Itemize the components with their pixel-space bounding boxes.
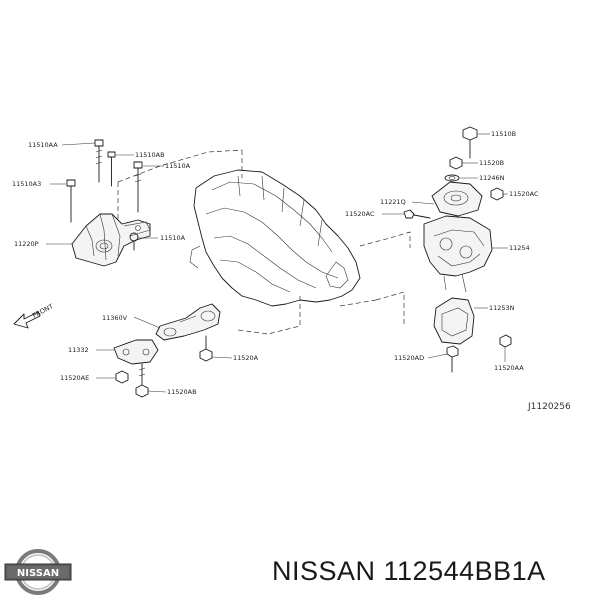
bracket-11332 xyxy=(113,339,159,365)
label-11520B: 11520B xyxy=(479,159,504,167)
bolt-11520AB xyxy=(135,363,149,398)
label-11510AB: 11510AB xyxy=(135,151,165,159)
bracket-11254 xyxy=(423,215,493,293)
bracket-11221Q xyxy=(431,181,483,217)
torque-rod-11360V xyxy=(155,303,221,341)
engine-block-outline xyxy=(189,169,361,307)
front-label: FRONT xyxy=(31,302,54,320)
logo-text: NISSAN xyxy=(17,568,59,579)
leader-lines xyxy=(46,133,508,393)
nut-11520B xyxy=(449,156,463,170)
label-11510B: 11510B xyxy=(491,130,516,138)
label-11510AA: 11510AA xyxy=(28,141,58,149)
left-engine-mount xyxy=(71,213,151,267)
bolt-11520AA xyxy=(499,334,512,348)
label-11360V: 11360V xyxy=(102,314,128,322)
label-11510A-bottom: 11510A xyxy=(160,234,186,242)
bolt-11510B xyxy=(462,126,478,159)
front-arrow-icon xyxy=(13,311,41,329)
label-11520AC-right: 11520AC xyxy=(509,190,539,198)
reference-frame-lines xyxy=(117,149,411,335)
bolt-11520AE xyxy=(115,370,129,384)
label-11220P: 11220P xyxy=(14,240,39,248)
part-number-title: NISSAN 112544BB1A xyxy=(272,556,546,586)
washer-11246N xyxy=(444,174,460,182)
bolt-11510AB xyxy=(107,151,116,187)
bolt-11520AC-right xyxy=(490,187,504,201)
label-11332: 11332 xyxy=(68,346,89,354)
label-11253N: 11253N xyxy=(489,304,515,312)
part-labels: 11510AA 11510AB 11510A 11510A3 11220P 11… xyxy=(12,130,539,396)
label-11520AB: 11520AB xyxy=(167,388,197,396)
diagram-code: J1120256 xyxy=(528,402,571,412)
label-11510A3: 11510A3 xyxy=(12,180,41,188)
label-11254: 11254 xyxy=(509,244,530,252)
bolt-11510A3 xyxy=(66,179,76,223)
label-11246N: 11246N xyxy=(479,174,505,182)
mount-11253N xyxy=(433,297,475,345)
label-11520A: 11520A xyxy=(233,354,259,362)
label-11221Q: 11221Q xyxy=(380,198,406,206)
label-11520AC-left: 11520AC xyxy=(345,210,375,218)
nissan-logo: NISSAN xyxy=(4,549,72,595)
bolt-11510AA xyxy=(94,139,104,183)
bolt-11510A-top xyxy=(133,161,143,213)
bolt-11520A xyxy=(199,335,213,362)
bolt-11510A-bottom xyxy=(129,232,139,251)
bolt-11520AC-left xyxy=(403,209,431,219)
bolt-11520AD xyxy=(446,345,459,373)
label-11520AD: 11520AD xyxy=(394,354,424,362)
label-11510A-top: 11510A xyxy=(165,162,191,170)
label-11520AE: 11520AE xyxy=(60,374,89,382)
label-11520AA: 11520AA xyxy=(494,364,524,372)
